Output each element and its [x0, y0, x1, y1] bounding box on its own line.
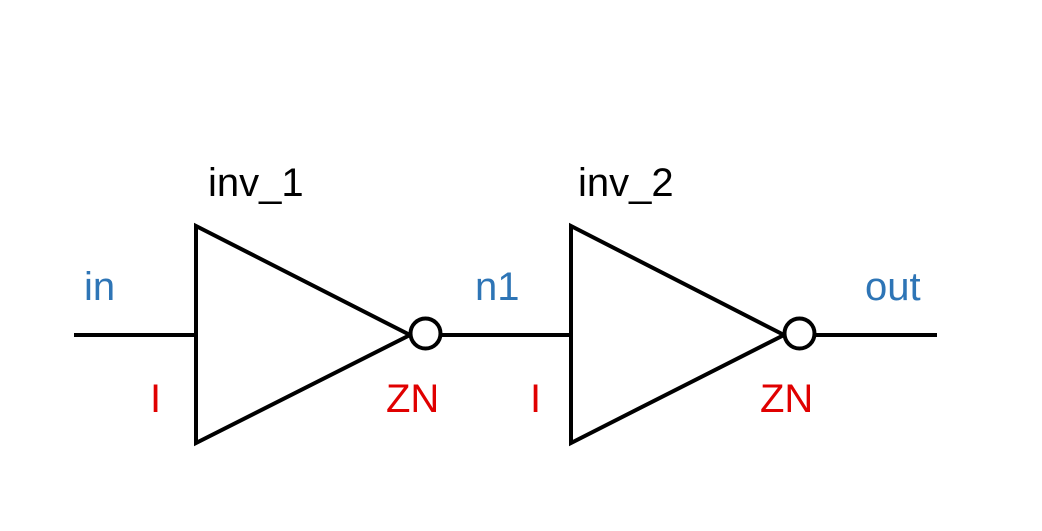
inverter-2-bubble [782, 316, 817, 351]
net-label-in: in [84, 265, 115, 309]
inverter-inv-1 [194, 222, 443, 447]
pin-label-inv-1-output: ZN [386, 377, 439, 421]
pin-label-inv-2-input: I [530, 377, 541, 421]
net-label-n1: n1 [475, 265, 520, 309]
inverter-2-body [569, 222, 789, 447]
pin-label-inv-2-output: ZN [760, 377, 813, 421]
pin-label-inv-1-input: I [150, 377, 161, 421]
inverter-1-bubble [408, 316, 443, 351]
inverter-1-body [194, 222, 415, 447]
instance-label-inv-1: inv_1 [208, 161, 304, 205]
net-label-out: out [865, 265, 921, 309]
inverter-inv-2 [569, 222, 817, 447]
instance-label-inv-2: inv_2 [578, 161, 674, 205]
